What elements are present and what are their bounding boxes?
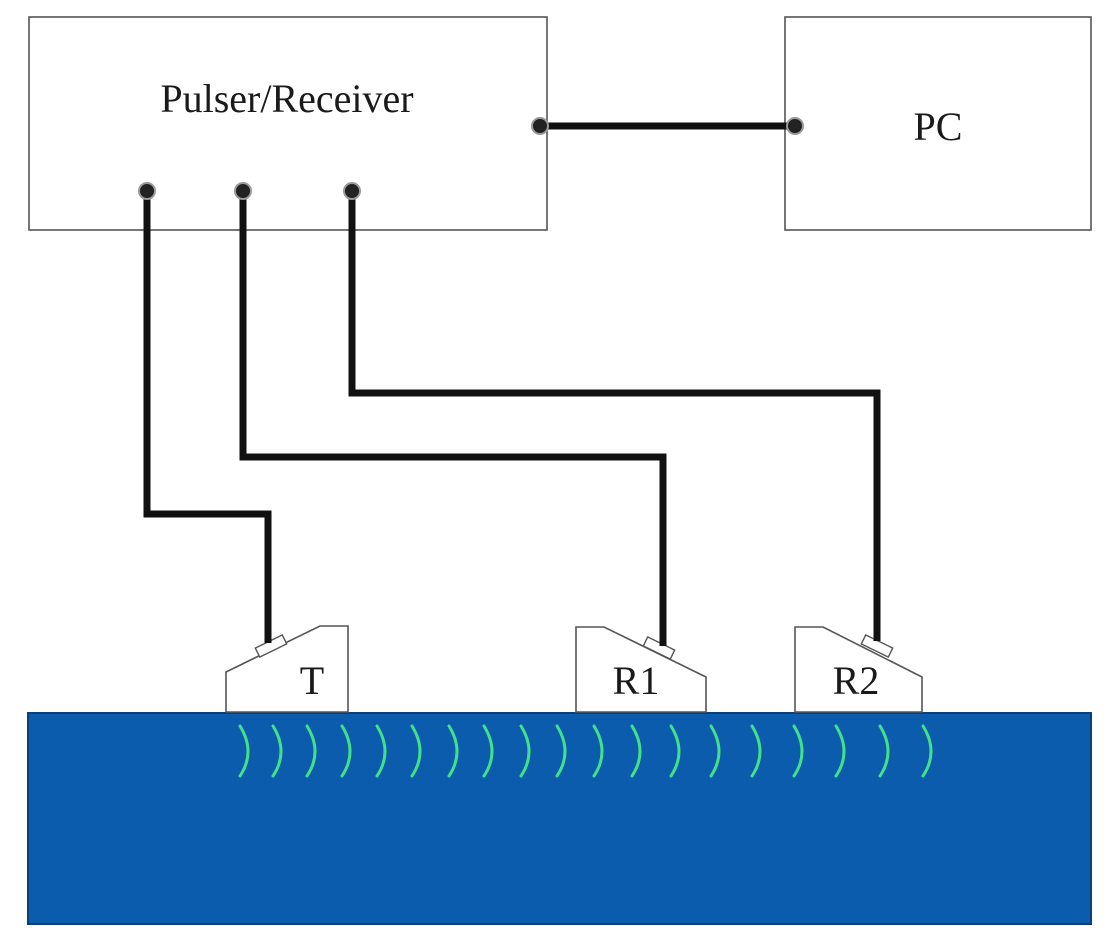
cable-to-transducer-t <box>143 191 272 643</box>
connectors <box>138 117 804 200</box>
transducer-r1: R1 <box>575 626 707 713</box>
wavefront-arcs <box>238 724 933 778</box>
wave-arc <box>340 724 352 778</box>
wave-arc <box>482 724 494 778</box>
wave-arc <box>669 724 681 778</box>
wave-arc <box>709 724 721 778</box>
wave-arc <box>592 724 604 778</box>
pc-box: PC <box>784 16 1092 231</box>
transducer-t-label: T <box>300 658 324 703</box>
wave-arc <box>238 724 250 778</box>
wave-arc <box>878 724 890 778</box>
wave-arc <box>792 724 804 778</box>
wave-arc <box>271 724 283 778</box>
transducer-r2-label: R2 <box>833 658 880 703</box>
pc-label: PC <box>914 104 963 149</box>
transducer-r1-label: R1 <box>613 658 660 703</box>
wave-arc <box>375 724 387 778</box>
wave-arc <box>447 724 459 778</box>
cable-to-transducer-r2 <box>348 191 881 641</box>
connector-port <box>234 182 252 200</box>
transducer-element <box>860 633 894 659</box>
wave-arc <box>834 724 846 778</box>
connector-port <box>531 117 549 135</box>
wave-arc <box>410 724 422 778</box>
wave-arc <box>750 724 762 778</box>
specimen-block <box>27 712 1092 925</box>
wave-arc <box>630 724 642 778</box>
wave-arc <box>921 724 933 778</box>
transducer-r2: R2 <box>794 626 923 713</box>
transducer-t: T <box>225 625 349 713</box>
connector-port <box>786 117 804 135</box>
wave-arc <box>305 724 317 778</box>
wave-arc <box>519 724 531 778</box>
connector-port <box>343 182 361 200</box>
cable-to-transducer-r1 <box>239 191 667 646</box>
connector-port <box>138 182 156 200</box>
pulser-receiver-box: Pulser/Receiver <box>28 16 548 231</box>
pulser-receiver-label: Pulser/Receiver <box>160 76 413 121</box>
wave-arc <box>555 724 567 778</box>
